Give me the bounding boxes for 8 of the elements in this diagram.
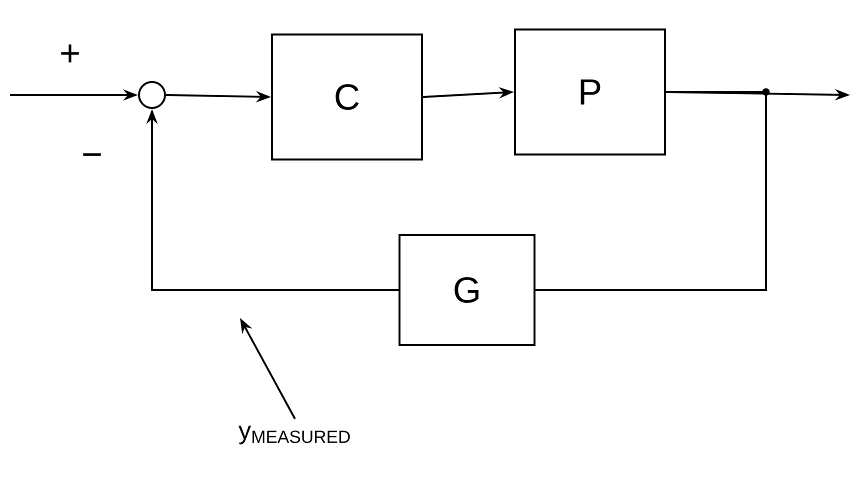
summing-junction: [138, 81, 166, 109]
sign-label: +: [61, 44, 79, 62]
feedback-line: [535, 88, 770, 291]
signal-label: y$_{MEASURED}$: [238, 426, 350, 444]
transfer-block: G: [398, 234, 536, 346]
transfer-block: P: [514, 28, 666, 156]
transfer-block: C: [271, 34, 423, 160]
sign-label: −: [83, 153, 101, 156]
